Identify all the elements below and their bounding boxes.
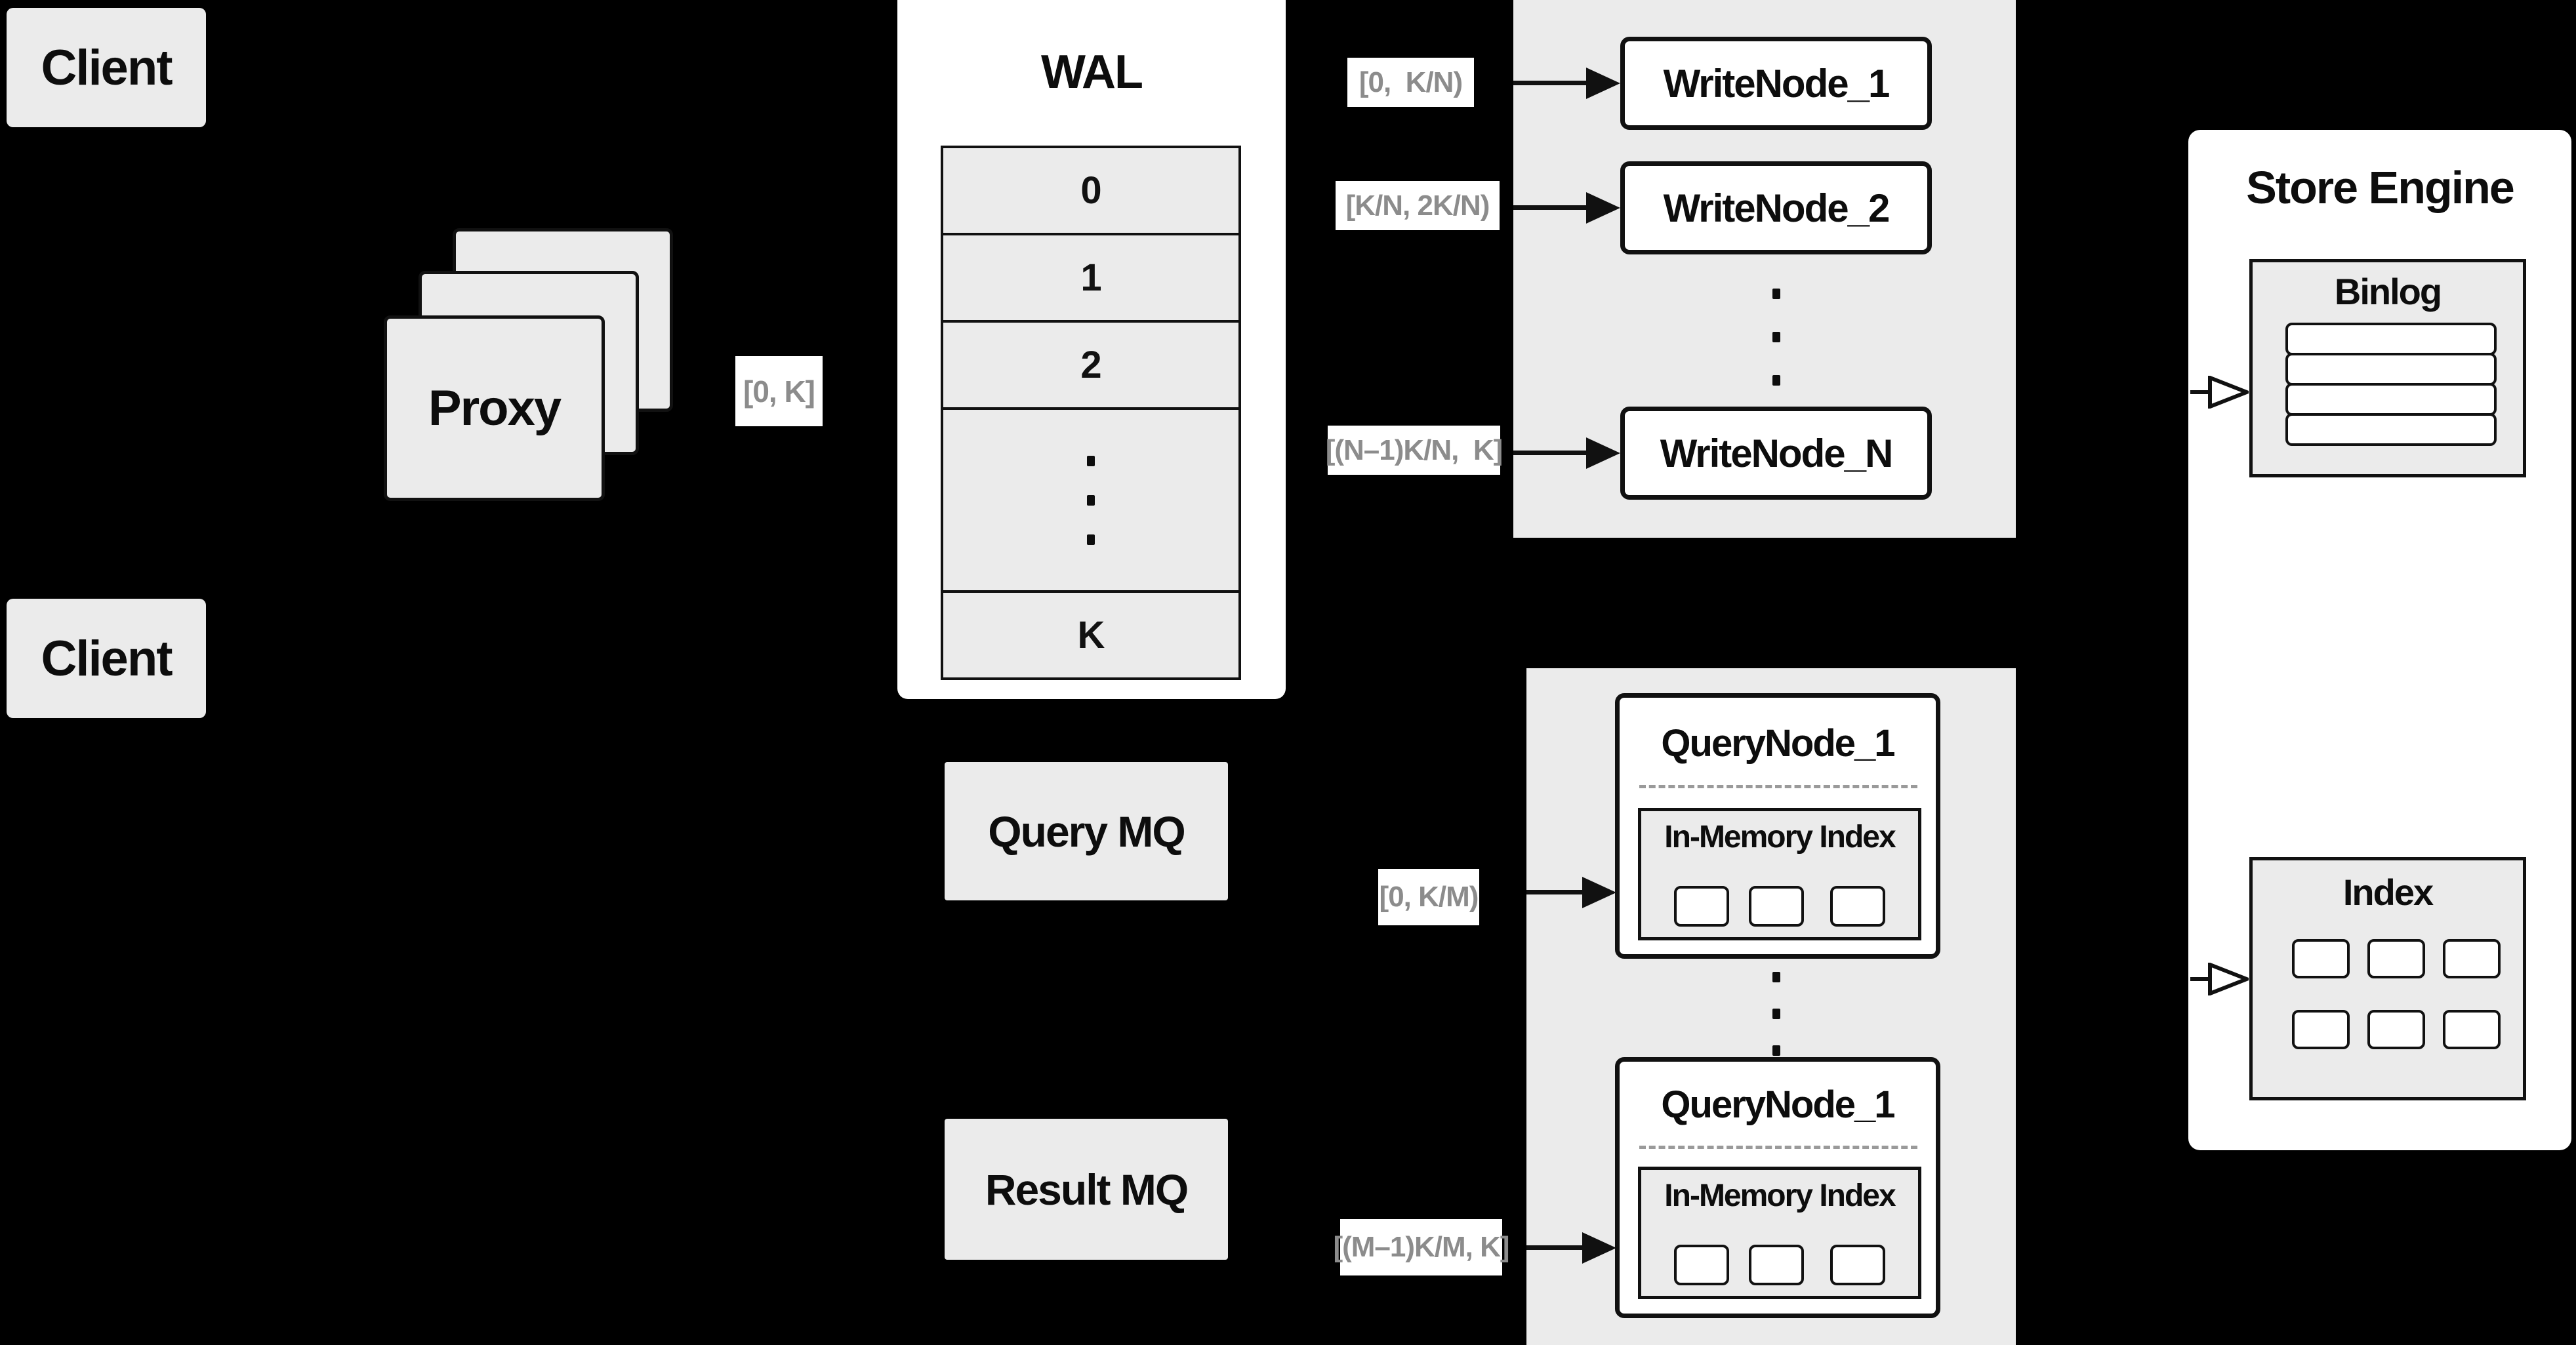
segment-cell (1830, 1245, 1885, 1285)
arrow-head-write-2-icon (1586, 192, 1620, 224)
write-node-1: WriteNode_1 (1620, 37, 1932, 130)
result-mq-label: Result MQ (985, 1165, 1189, 1214)
range-label-proxy-wal: [0, K] (735, 356, 823, 426)
range-label-write-2: [K/N, 2K/N) (1336, 181, 1500, 230)
proxy-label: Proxy (428, 380, 562, 436)
wal-segment-1: 1 (941, 233, 1241, 323)
wal-segment-table: 0 1 2 K (941, 146, 1241, 685)
range-label-query-m: [(M–1)K/M, K] (1333, 1219, 1510, 1275)
write-node-n-label: WriteNode_N (1660, 431, 1894, 475)
index-cell (2292, 1010, 2350, 1049)
binlog-row (2285, 413, 2497, 446)
arrow-line-index (2190, 977, 2211, 981)
arrow-head-query-1-icon (1582, 877, 1616, 908)
ellipsis-dots-icon (1772, 289, 1780, 386)
binlog-row (2285, 353, 2497, 386)
segment-cell (1830, 886, 1885, 927)
store-engine-title: Store Engine (2246, 162, 2515, 213)
arrow-line-query-1 (1526, 890, 1587, 894)
wal-segment-0: 0 (941, 146, 1241, 235)
write-node-1-label: WriteNode_1 (1663, 61, 1891, 106)
binlog-row (2285, 383, 2497, 416)
range-label-query-1: [0, K/M) (1378, 869, 1479, 925)
segment-cell (1749, 1245, 1804, 1285)
arrow-line-write-2 (1513, 205, 1589, 210)
binlog-row (2285, 323, 2497, 355)
index-cell (2367, 1010, 2425, 1049)
in-memory-index-2-label: In-Memory Index (1664, 1178, 1896, 1213)
wal-title-wrap: WAL (897, 39, 1286, 105)
range-label-write-1: [0, K/N) (1347, 58, 1474, 107)
index-title: Index (2342, 871, 2434, 913)
binlog-title: Binlog (2334, 270, 2442, 312)
result-mq-box: Result MQ (945, 1119, 1228, 1260)
arrow-head-write-1-icon (1586, 68, 1620, 99)
query-node-1: QueryNode_1 In-Memory Index (1615, 693, 1940, 959)
dashed-divider (1639, 1146, 1917, 1149)
client-box-top: Client (7, 8, 206, 127)
range-label-write-n: [(N–1)K/N, K] (1326, 426, 1503, 475)
binlog-box: Binlog (2249, 259, 2526, 477)
arrow-head-write-n-icon (1586, 437, 1620, 469)
query-mq-box: Query MQ (945, 762, 1228, 900)
segment-cell (1749, 886, 1804, 927)
client-top-label: Client (41, 39, 173, 96)
wal-segment-ellipsis-cell (941, 407, 1241, 593)
wal-segment-k: K (941, 590, 1241, 680)
binlog-rows (2285, 323, 2497, 446)
arrow-line-write-n (1513, 451, 1589, 455)
index-cell (2292, 939, 2350, 978)
index-cell (2443, 939, 2501, 978)
ellipsis-dots-icon (1087, 455, 1095, 545)
arrow-head-query-m-icon (1582, 1232, 1616, 1264)
query-node-1-label: QueryNode_1 (1661, 721, 1895, 765)
arrow-line-query-m (1526, 1245, 1587, 1250)
arrow-head-binlog-icon (2208, 376, 2249, 409)
in-memory-index-box-2: In-Memory Index (1638, 1167, 1921, 1299)
arrow-line-write-1 (1513, 81, 1589, 85)
write-node-n: WriteNode_N (1620, 407, 1932, 500)
client-bottom-label: Client (41, 630, 173, 687)
wal-segment-2: 2 (941, 320, 1241, 410)
query-node-2-label: QueryNode_1 (1661, 1083, 1895, 1126)
index-cell (2443, 1010, 2501, 1049)
index-cell (2367, 939, 2425, 978)
client-box-bottom: Client (7, 599, 206, 718)
write-node-2: WriteNode_2 (1620, 161, 1932, 254)
wal-title: WAL (1041, 46, 1143, 98)
proxy-card-front: Proxy (384, 315, 605, 501)
ellipsis-dots-icon (1772, 972, 1780, 1056)
segment-cell (1674, 886, 1729, 927)
arrow-head-index-icon (2208, 963, 2249, 995)
query-mq-label: Query MQ (988, 807, 1185, 856)
dashed-divider (1639, 785, 1917, 788)
query-node-2: QueryNode_1 In-Memory Index (1615, 1057, 1940, 1318)
in-memory-index-1-label: In-Memory Index (1664, 819, 1896, 854)
arrow-line-binlog (2190, 390, 2211, 394)
segment-cell (1674, 1245, 1729, 1285)
index-box: Index (2249, 857, 2526, 1100)
store-engine-title-wrap: Store Engine (2188, 156, 2571, 219)
write-node-2-label: WriteNode_2 (1663, 186, 1891, 230)
in-memory-index-box-1: In-Memory Index (1638, 808, 1921, 940)
